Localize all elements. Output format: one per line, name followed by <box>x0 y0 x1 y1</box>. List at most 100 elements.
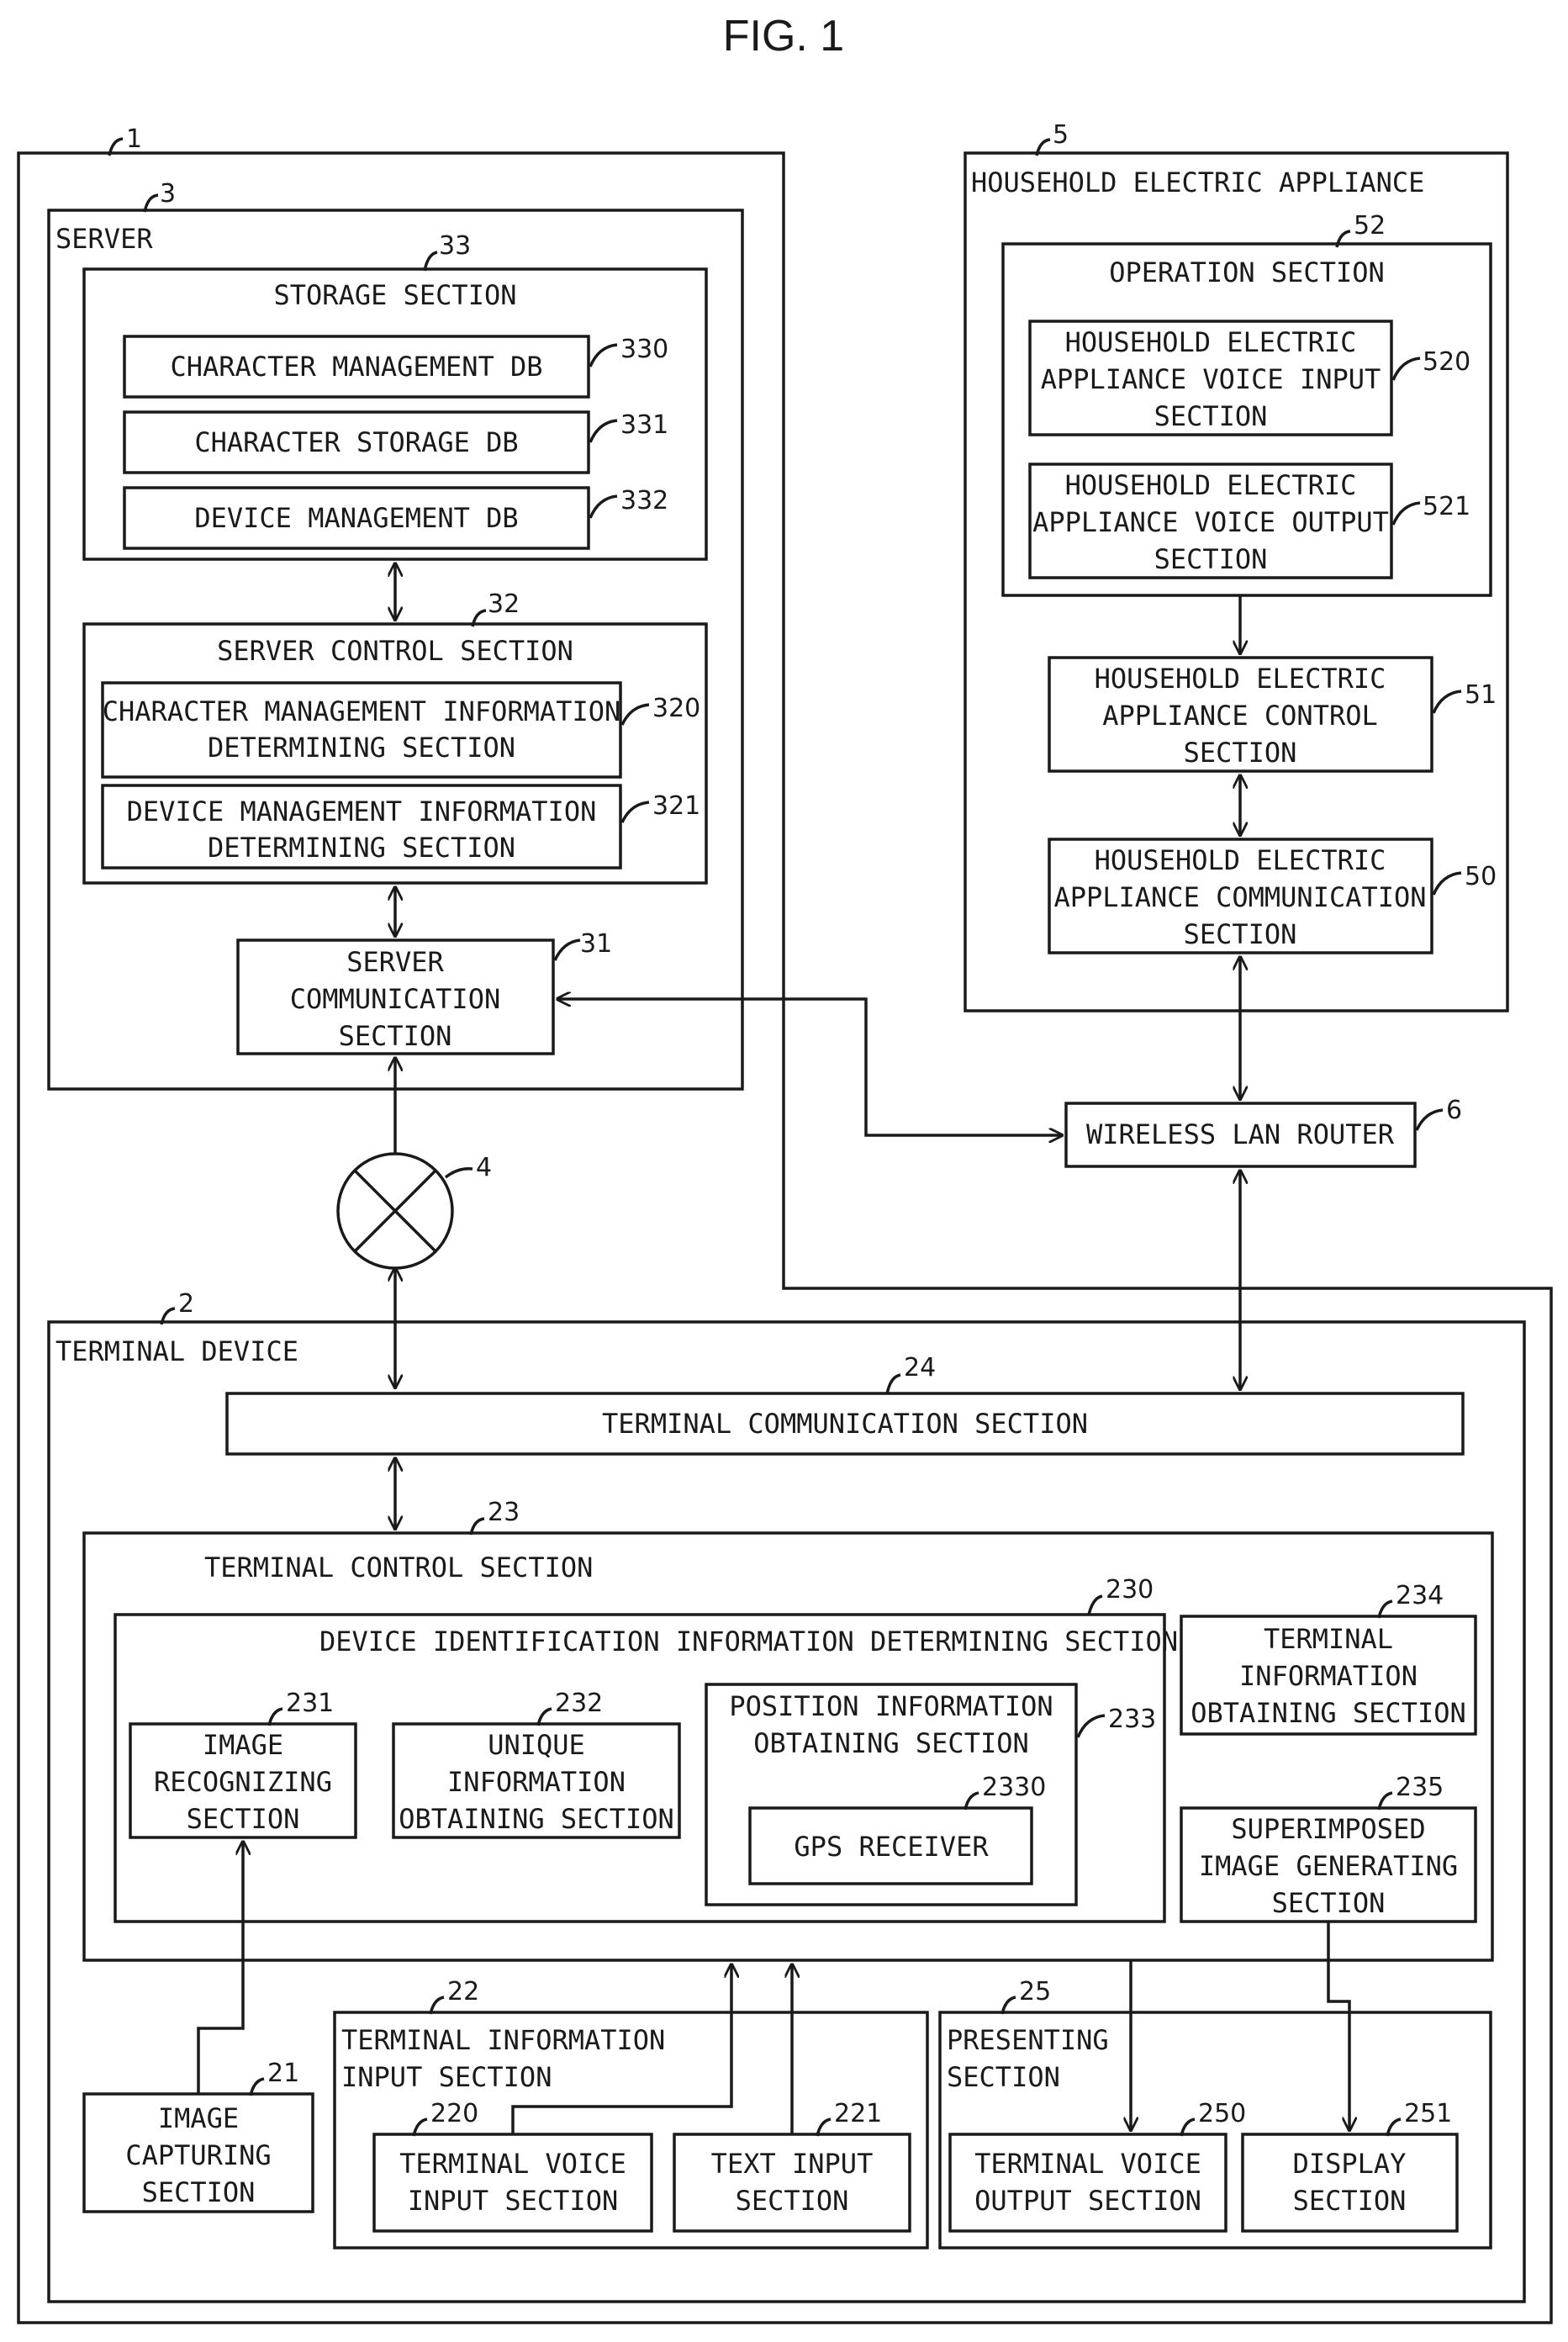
device-management-db-label: DEVICE MANAGEMENT DB <box>194 502 518 534</box>
terminal-information-input-ref: 22 <box>447 1977 479 2006</box>
router-label: WIRELESS LAN ROUTER <box>1086 1118 1395 1150</box>
network-ref-leader <box>446 1169 473 1177</box>
operation-label: OPERATION SECTION <box>1109 256 1385 288</box>
appliance-voice-output-line3: SECTION <box>1154 543 1268 575</box>
terminal-voice-input-line1: TERMINAL VOICE <box>399 2148 626 2180</box>
presenting-line1: PRESENTING <box>947 2024 1109 2056</box>
appliance-voice-output-line1: HOUSEHOLD ELECTRIC <box>1065 469 1357 501</box>
appliance-communication-line3: SECTION <box>1184 918 1297 950</box>
server-router-connector <box>557 999 1062 1135</box>
superimposed-image-line1: SUPERIMPOSED <box>1231 1813 1425 1845</box>
character-management-db-ref: 330 <box>620 335 668 364</box>
character-management-info-line2: DETERMINING SECTION <box>208 732 515 764</box>
server-communication-line3: SECTION <box>339 1020 452 1052</box>
terminal-communication-leader <box>887 1375 900 1394</box>
presenting-line2: SECTION <box>947 2061 1060 2093</box>
superimposed-image-line3: SECTION <box>1272 1887 1386 1919</box>
text-input-line1: TEXT INPUT <box>711 2148 874 2180</box>
appliance-control-leader <box>1433 691 1461 713</box>
operation-ref: 52 <box>1354 211 1386 241</box>
appliance-label: HOUSEHOLD ELECTRIC APPLIANCE <box>971 167 1424 198</box>
terminal-device-ref: 2 <box>178 1289 194 1319</box>
text-input-line2: SECTION <box>736 2185 849 2217</box>
appliance-communication-leader <box>1433 873 1461 895</box>
server-ref: 3 <box>160 179 176 209</box>
image-recognizing-ref: 231 <box>286 1689 334 1718</box>
superimposed-image-line2: IMAGE GENERATING <box>1199 1850 1458 1882</box>
position-information-line2: OBTAINING SECTION <box>753 1727 1029 1759</box>
router-ref: 6 <box>1446 1096 1462 1125</box>
terminal-information-input-line2: INPUT SECTION <box>341 2061 552 2093</box>
terminal-communication-ref: 24 <box>904 1353 936 1382</box>
terminal-information-line1: TERMINAL <box>1264 1623 1393 1655</box>
terminal-information-input-line1: TERMINAL INFORMATION <box>341 2024 665 2056</box>
character-storage-db-ref: 331 <box>620 410 668 440</box>
device-identification-ref: 230 <box>1106 1575 1154 1605</box>
presenting-ref: 25 <box>1019 1977 1051 2006</box>
terminal-control-ref: 23 <box>488 1498 520 1527</box>
gps-receiver-ref: 2330 <box>982 1773 1046 1802</box>
appliance-control-ref: 51 <box>1465 680 1497 710</box>
appliance-voice-output-line2: APPLIANCE VOICE OUTPUT <box>1032 506 1389 538</box>
appliance-control-line2: APPLIANCE CONTROL <box>1102 700 1378 732</box>
character-management-info-ref: 320 <box>652 694 700 723</box>
device-management-info-ref: 321 <box>652 791 700 821</box>
unique-information-line3: OBTAINING SECTION <box>399 1803 674 1835</box>
appliance-communication-line1: HOUSEHOLD ELECTRIC <box>1095 844 1386 876</box>
figure-title: FIG. 1 <box>723 12 844 61</box>
superimposed-image-ref: 235 <box>1396 1773 1444 1802</box>
terminal-information-line2: INFORMATION <box>1239 1660 1418 1692</box>
appliance-voice-input-ref: 520 <box>1423 347 1470 377</box>
image-recognizing-line2: RECOGNIZING <box>154 1766 332 1798</box>
terminal-voice-input-line2: INPUT SECTION <box>408 2185 618 2217</box>
terminal-communication-label: TERMINAL COMMUNICATION SECTION <box>602 1408 1088 1440</box>
image-recognizing-line3: SECTION <box>187 1803 300 1835</box>
display-ref: 251 <box>1404 2099 1452 2128</box>
display-line2: SECTION <box>1293 2185 1407 2217</box>
terminal-information-line3: OBTAINING SECTION <box>1191 1697 1466 1729</box>
appliance-communication-line2: APPLIANCE COMMUNICATION <box>1053 881 1426 913</box>
image-capturing-line1: IMAGE <box>158 2102 239 2134</box>
character-management-info-line1: CHARACTER MANAGEMENT INFORMATION <box>103 695 621 727</box>
unique-information-line1: UNIQUE <box>488 1729 585 1761</box>
terminal-device-label: TERMINAL DEVICE <box>55 1335 298 1367</box>
terminal-control-label: TERMINAL CONTROL SECTION <box>204 1552 593 1583</box>
gps-receiver-label: GPS RECEIVER <box>794 1831 989 1863</box>
network-ref: 4 <box>476 1153 492 1182</box>
appliance-ref: 5 <box>1053 120 1069 150</box>
terminal-voice-output-line2: OUTPUT SECTION <box>974 2185 1201 2217</box>
unique-information-ref: 232 <box>555 1689 603 1718</box>
character-management-db-label: CHARACTER MANAGEMENT DB <box>170 351 542 383</box>
server-label: SERVER <box>55 223 153 255</box>
device-management-db-ref: 332 <box>620 486 668 515</box>
server-communication-ref: 31 <box>580 929 612 959</box>
server-communication-leader <box>555 940 580 960</box>
router-ref-leader <box>1417 1110 1443 1130</box>
image-capturing-ref: 21 <box>267 2059 299 2088</box>
terminal-information-ref: 234 <box>1396 1581 1444 1610</box>
device-management-info-line1: DEVICE MANAGEMENT INFORMATION <box>127 796 597 827</box>
appliance-voice-output-ref: 521 <box>1423 492 1470 521</box>
system-ref: 1 <box>126 124 142 154</box>
text-input-ref: 221 <box>834 2099 882 2128</box>
unique-information-line2: INFORMATION <box>447 1766 626 1798</box>
device-management-info-line2: DETERMINING SECTION <box>208 832 515 864</box>
terminal-voice-output-line1: TERMINAL VOICE <box>974 2148 1201 2180</box>
appliance-voice-input-line3: SECTION <box>1154 400 1268 432</box>
appliance-voice-input-line2: APPLIANCE VOICE INPUT <box>1041 363 1381 395</box>
device-identification-label: DEVICE IDENTIFICATION INFORMATION DETERM… <box>319 1626 1178 1657</box>
image-capturing-line2: CAPTURING <box>125 2139 271 2171</box>
server-control-label: SERVER CONTROL SECTION <box>217 635 573 667</box>
appliance-voice-input-line1: HOUSEHOLD ELECTRIC <box>1065 326 1357 358</box>
server-communication-line1: SERVER <box>346 946 444 978</box>
server-control-ref: 32 <box>488 589 520 619</box>
server-communication-line2: COMMUNICATION <box>290 983 500 1015</box>
appliance-communication-ref: 50 <box>1465 862 1497 891</box>
display-line1: DISPLAY <box>1293 2148 1407 2180</box>
position-information-line1: POSITION INFORMATION <box>729 1690 1053 1722</box>
image-recognizing-line1: IMAGE <box>203 1729 283 1761</box>
storage-label: STORAGE SECTION <box>274 279 517 311</box>
appliance-control-line1: HOUSEHOLD ELECTRIC <box>1095 663 1386 695</box>
image-capturing-line3: SECTION <box>142 2176 256 2208</box>
